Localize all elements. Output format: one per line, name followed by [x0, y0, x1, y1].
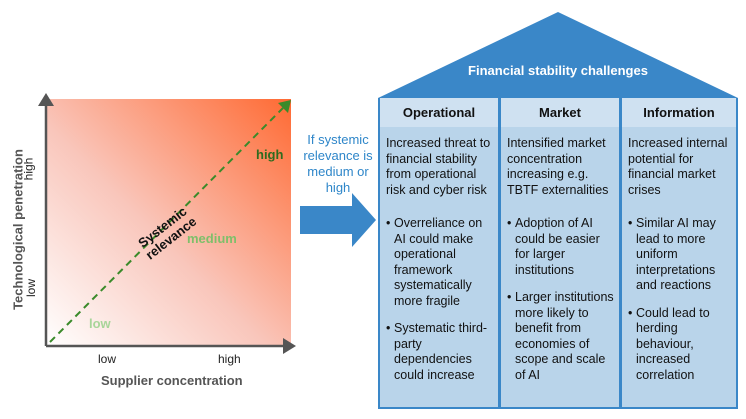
condition-arrow	[300, 193, 376, 247]
house-title: Financial stability challenges	[468, 63, 648, 78]
column-market: Market Intensified market concentration …	[501, 98, 619, 407]
y-tick-low: low	[24, 278, 39, 298]
bullet-item: Larger institutions more likely to benef…	[507, 290, 615, 383]
x-tick-high: high	[218, 352, 241, 366]
column-body-market: Intensified market concentration increas…	[507, 136, 615, 395]
column-intro: Intensified market concentration increas…	[507, 136, 609, 197]
column-operational: Operational Increased threat to financia…	[380, 98, 498, 407]
house-roof	[378, 12, 738, 98]
column-intro: Increased internal potential for financi…	[628, 136, 728, 197]
diagonal-arrowhead	[278, 100, 291, 113]
bullet-item: Adoption of AI could be easier for large…	[507, 216, 615, 278]
y-axis-arrowhead	[38, 93, 54, 106]
column-body-information: Increased internal potential for financi…	[628, 136, 732, 395]
condition-text: If systemic relevance is medium or high	[303, 132, 373, 195]
column-header-operational: Operational	[380, 98, 498, 127]
level-low-label: low	[89, 316, 111, 331]
column-header-information: Information	[622, 98, 736, 127]
y-tick-high: high	[21, 157, 36, 181]
level-medium-label: medium	[187, 231, 237, 246]
bullet-item: Similar AI may lead to more uniform inte…	[628, 216, 732, 294]
level-high-label: high	[256, 147, 284, 162]
column-intro: Increased threat to financial stability …	[386, 136, 491, 197]
bullet-item: Could lead to herding behaviour, increas…	[628, 306, 732, 384]
bullet-item: Systematic third-party dependencies coul…	[386, 321, 494, 383]
column-information: Information Increased internal potential…	[622, 98, 736, 407]
x-tick-low: low	[98, 352, 117, 366]
column-header-market: Market	[501, 98, 619, 127]
x-axis-arrowhead	[283, 338, 296, 354]
bullet-item: Overreliance on AI could make operationa…	[386, 216, 494, 309]
x-axis-label: Supplier concentration	[101, 373, 243, 388]
column-body-operational: Increased threat to financial stability …	[386, 136, 494, 395]
